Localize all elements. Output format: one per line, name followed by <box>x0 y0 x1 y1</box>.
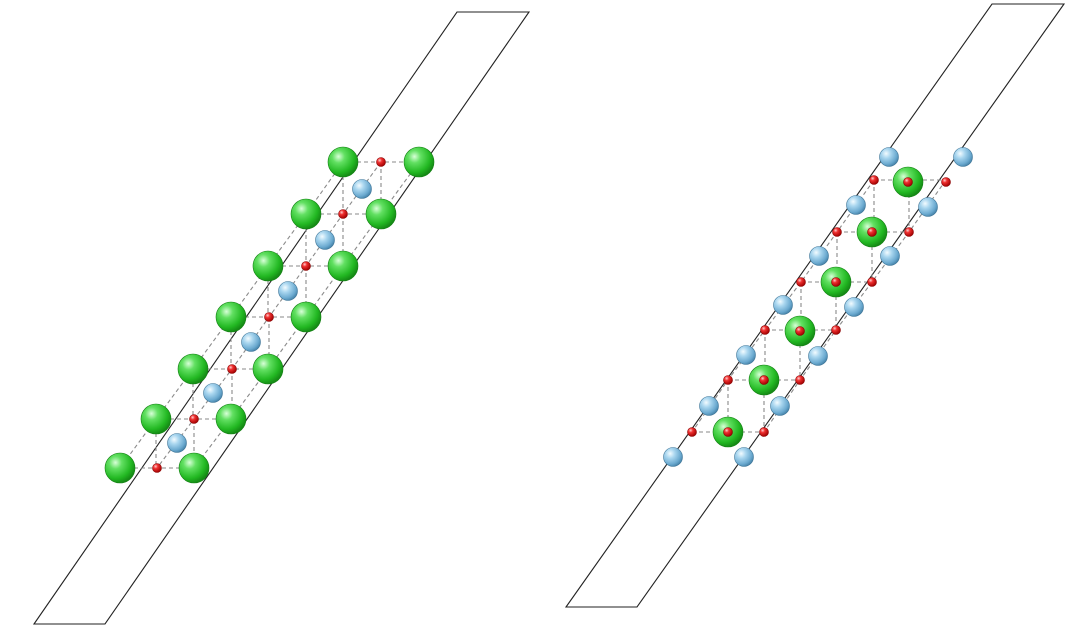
right-red-atom-5 <box>796 277 806 287</box>
right-red-atom-3 <box>832 227 842 237</box>
left-unit-cell-outline <box>32 11 531 625</box>
left-panel <box>32 11 531 625</box>
right-red-atom-1 <box>869 175 879 185</box>
right-blue-atom-7 <box>773 295 793 315</box>
left-red-atom-2 <box>338 209 348 219</box>
right-blue-atom-8 <box>844 297 864 317</box>
left-green-atom-13 <box>104 452 136 484</box>
left-blue-atom-2 <box>315 230 335 250</box>
right-red-atom-16 <box>795 326 805 336</box>
left-green-atom-10 <box>252 353 284 385</box>
left-green-atom-3 <box>290 198 322 230</box>
left-blue-atom-6 <box>167 433 187 453</box>
right-red-atom-12 <box>759 427 769 437</box>
left-red-atom-6 <box>189 414 199 424</box>
right-red-atom-6 <box>867 277 877 287</box>
right-red-atom-11 <box>687 427 697 437</box>
left-green-atom-6 <box>327 250 359 282</box>
right-red-atom-17 <box>759 375 769 385</box>
right-red-atom-18 <box>723 427 733 437</box>
right-red-atom-4 <box>904 227 914 237</box>
right-red-atom-13 <box>903 177 913 187</box>
right-bonds <box>691 179 947 433</box>
left-green-atom-2 <box>403 146 435 178</box>
right-red-atom-2 <box>941 177 951 187</box>
left-blue-atom-3 <box>278 281 298 301</box>
left-red-atom-7 <box>152 463 162 473</box>
right-panel <box>564 3 1066 608</box>
right-red-atom-14 <box>867 227 877 237</box>
left-blue-atom-1 <box>352 179 372 199</box>
right-blue-atom-3 <box>846 195 866 215</box>
right-blue-atom-11 <box>699 396 719 416</box>
right-blue-atom-6 <box>880 246 900 266</box>
left-green-atom-14 <box>178 452 210 484</box>
left-blue-atom-4 <box>241 332 261 352</box>
left-red-atom-5 <box>227 364 237 374</box>
left-green-atom-4 <box>365 198 397 230</box>
right-blue-atom-1 <box>879 147 899 167</box>
right-blue-atom-4 <box>918 197 938 217</box>
left-red-atom-1 <box>376 157 386 167</box>
right-blue-atom-10 <box>808 346 828 366</box>
right-blue-atom-2 <box>953 147 973 167</box>
right-red-atom-8 <box>831 325 841 335</box>
left-green-atom-1 <box>327 146 359 178</box>
left-green-atom-11 <box>140 403 172 435</box>
right-red-atom-9 <box>723 375 733 385</box>
right-red-atom-7 <box>760 325 770 335</box>
left-green-atom-7 <box>215 301 247 333</box>
left-red-atom-3 <box>301 261 311 271</box>
left-green-atom-5 <box>252 250 284 282</box>
left-green-atom-8 <box>290 301 322 333</box>
right-blue-atom-14 <box>734 447 754 467</box>
right-unit-cell-outline <box>564 3 1066 608</box>
right-blue-atom-5 <box>809 246 829 266</box>
right-blue-atom-12 <box>770 396 790 416</box>
left-green-atom-9 <box>177 353 209 385</box>
right-red-atom-15 <box>831 277 841 287</box>
right-blue-atom-13 <box>663 447 683 467</box>
left-blue-atom-5 <box>203 383 223 403</box>
right-blue-atom-9 <box>736 345 756 365</box>
left-red-atom-4 <box>264 312 274 322</box>
left-green-atom-12 <box>215 403 247 435</box>
right-red-atom-10 <box>795 375 805 385</box>
